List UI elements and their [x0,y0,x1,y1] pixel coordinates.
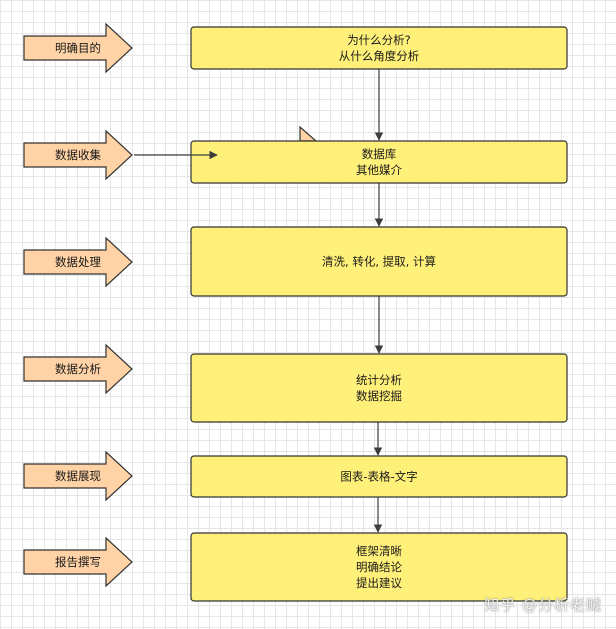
stage-arrow [23,129,133,181]
step-label: 从什么角度分析 [339,49,420,63]
stage-arrow [23,22,133,74]
step-label: 明确结论 [356,560,402,574]
step-box [190,226,568,297]
step-label: 数据挖掘 [356,389,402,403]
step-label: 框架清晰 [356,544,402,558]
step-label: 提出建议 [356,576,402,590]
step-box [190,532,568,602]
step-label: 统计分析 [356,373,402,387]
stage-arrow [23,450,133,502]
step-label: 其他媒介 [356,163,402,177]
stage-arrow [23,236,133,288]
stage-label: 明确目的 [55,41,101,55]
stage-label: 数据展现 [55,469,101,483]
step-label: 数据库 [362,147,397,161]
hidden-arrow-tip [299,125,318,142]
step-label: 为什么分析? [347,33,411,47]
step-label: 图表-表格-文字 [340,470,417,484]
step-label: 清洗, 转化, 提取, 计算 [322,255,436,269]
stage-label: 数据收集 [55,148,101,162]
stage-label: 数据处理 [55,255,101,269]
stage-label: 报告撰写 [55,555,101,569]
stage-arrow [23,343,133,395]
watermark: 知乎 @分析老贼 [484,596,602,614]
step-box [190,455,568,498]
step-box [190,140,568,184]
step-box [190,353,568,423]
stage-label: 数据分析 [55,362,101,376]
step-box [190,26,568,70]
stage-arrow [23,536,133,588]
